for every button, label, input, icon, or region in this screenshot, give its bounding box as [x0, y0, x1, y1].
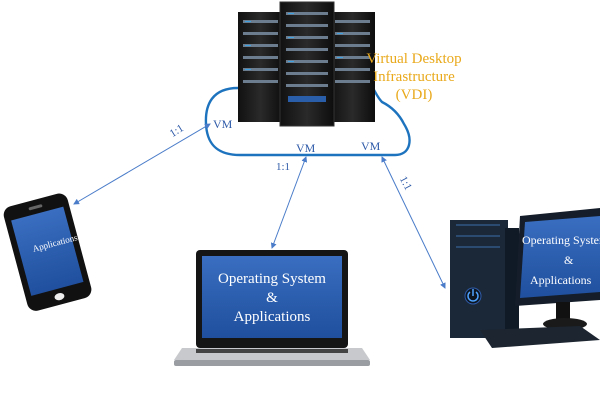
vdi-cloud: [204, 85, 411, 157]
tablet-icon: [3, 193, 92, 311]
vdi-title: Virtual Desktop Infrastructure (VDI): [356, 50, 472, 104]
vm-label-left: VM: [213, 117, 233, 131]
ratio-label-laptop: 1:1: [276, 161, 291, 173]
laptop-screen-line: Applications: [233, 309, 311, 325]
server-rack-icon: [238, 1, 375, 127]
vdi-title-line: (VDI): [395, 87, 433, 103]
connection-arrow-desktop: [381, 156, 446, 289]
connection-arrow-tablet: [73, 123, 211, 205]
vdi-title-line: Infrastructure: [373, 69, 455, 85]
desktop-screen-line: Operating System: [522, 233, 600, 247]
laptop-screen-line: Operating System: [218, 271, 326, 287]
laptop-screen-line: &: [266, 290, 278, 306]
connection-arrow-laptop: [270, 156, 308, 249]
desktop-computer-icon: [450, 208, 600, 348]
laptop-icon: [174, 250, 370, 366]
desktop-screen-text: Operating System & Applications: [522, 230, 600, 290]
laptop-screen-text: Operating System & Applications: [202, 270, 342, 327]
vm-label-right: VM: [361, 139, 381, 153]
vm-label-middle: VM: [296, 141, 316, 155]
vdi-title-line: Virtual Desktop: [366, 51, 462, 67]
desktop-screen-line: Applications: [530, 273, 592, 287]
desktop-screen-line: &: [564, 253, 574, 267]
